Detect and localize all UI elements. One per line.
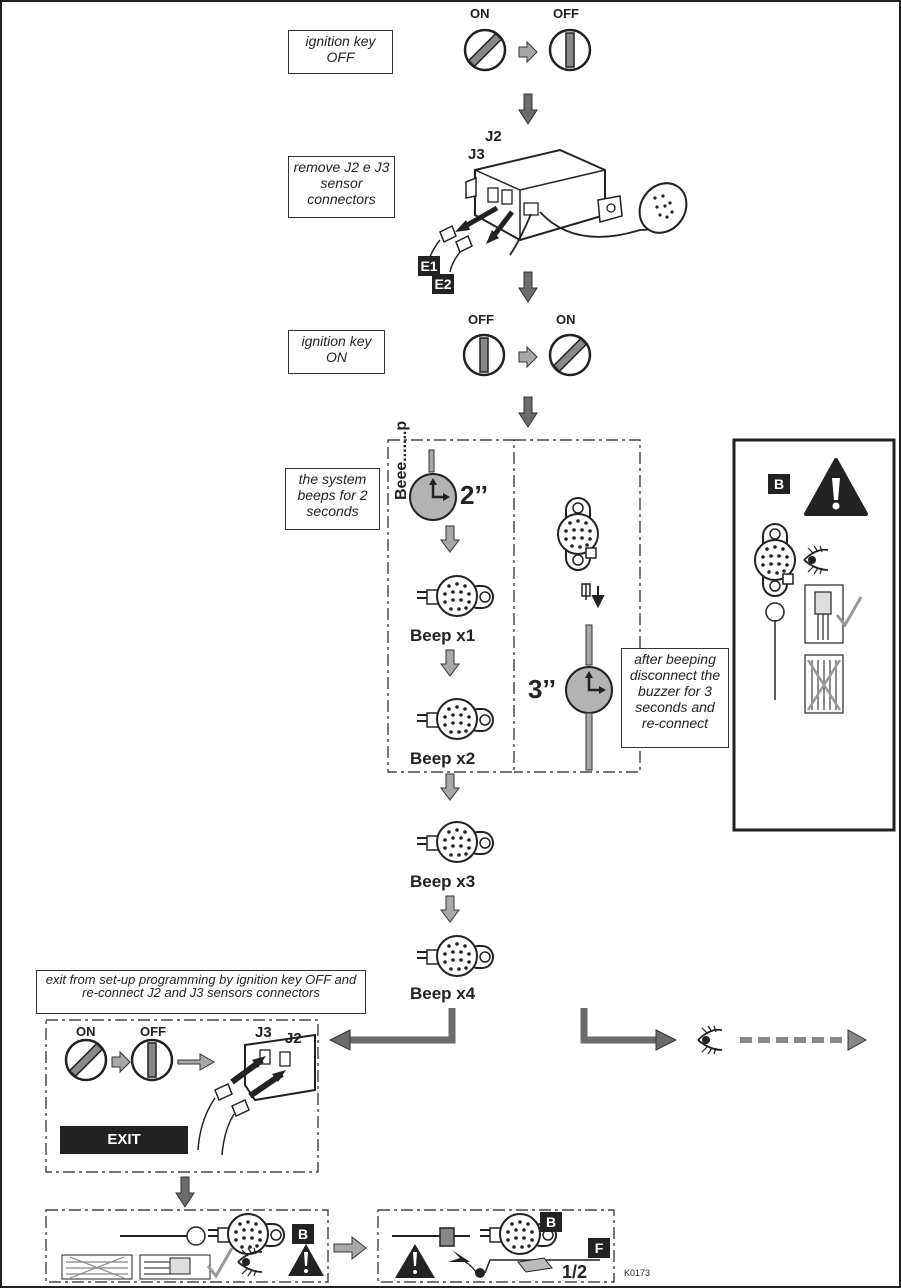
label-two-seconds: 2’’ bbox=[460, 480, 488, 510]
note-exit: exit from set-up programming by ignition… bbox=[36, 970, 366, 1014]
figure-code: K0173 bbox=[624, 1268, 651, 1278]
ignition-key-on-icon bbox=[64, 1038, 108, 1082]
e2-connector bbox=[455, 234, 473, 254]
arrow-right-icon bbox=[333, 1235, 367, 1261]
buzzer-icon bbox=[416, 575, 494, 617]
reconnect-sequence-box bbox=[514, 439, 641, 773]
buzzer-icon bbox=[416, 935, 494, 977]
arrow-down-icon bbox=[518, 271, 538, 303]
key-on-off-step bbox=[463, 28, 592, 72]
buzzer-icon bbox=[638, 182, 688, 234]
clock-icon bbox=[564, 665, 614, 715]
ignition-key-on-icon bbox=[463, 28, 507, 72]
buzzer-icon bbox=[416, 698, 494, 740]
j3-socket bbox=[487, 187, 499, 203]
label-beep-x2: Beep x2 bbox=[410, 749, 476, 768]
tag-e2: E2 bbox=[432, 274, 454, 294]
exit-box bbox=[45, 1019, 319, 1173]
note-after-beeping: after beeping disconnect the buzzer for … bbox=[621, 648, 729, 748]
label-beep-x1: Beep x1 bbox=[410, 626, 476, 645]
label-j2: J2 bbox=[285, 1030, 302, 1047]
clamp-box bbox=[377, 1209, 615, 1283]
eye-icon bbox=[803, 545, 829, 575]
eye-icon bbox=[697, 1025, 723, 1055]
tag-f: F bbox=[588, 1238, 610, 1258]
label-j3: J3 bbox=[255, 1024, 272, 1041]
ignition-key-off-icon bbox=[548, 28, 592, 72]
label-off: OFF bbox=[140, 1024, 166, 1039]
arrow-right-icon bbox=[518, 41, 538, 63]
tag-b: B bbox=[768, 474, 790, 494]
arrow-exit-line bbox=[345, 1008, 456, 1044]
label-on: ON bbox=[76, 1024, 96, 1039]
arrow-down-icon bbox=[518, 93, 538, 125]
buzzer-icon bbox=[416, 821, 494, 863]
arrow-down-icon bbox=[440, 895, 460, 923]
buzzer-icon bbox=[754, 523, 796, 597]
label-on: ON bbox=[556, 312, 576, 327]
arrow-right-icon bbox=[847, 1029, 868, 1051]
arrow-down-icon bbox=[518, 396, 538, 428]
control-unit-illustration bbox=[427, 148, 688, 273]
arrow-eye-line bbox=[580, 1008, 660, 1044]
label-on: ON bbox=[470, 6, 490, 21]
note-key-off: ignition key OFF bbox=[288, 30, 393, 74]
label-beeep: Beee.......p bbox=[393, 420, 410, 500]
control-unit-small bbox=[197, 1033, 316, 1156]
arrow-down-icon bbox=[440, 773, 460, 801]
label-beep-x4: Beep x4 bbox=[410, 984, 476, 1003]
warning-icon bbox=[804, 458, 868, 516]
label-j3: J3 bbox=[468, 146, 485, 163]
buzzer-icon bbox=[207, 1213, 285, 1255]
label-half: 1/2 bbox=[562, 1262, 588, 1282]
clamp-icon bbox=[439, 1227, 455, 1247]
label-three-seconds: 3’’ bbox=[528, 674, 556, 704]
label-j2: J2 bbox=[485, 128, 502, 145]
note-remove-connectors: remove J2 e J3 sensor connectors bbox=[288, 156, 395, 218]
key-off-on-step bbox=[462, 333, 592, 377]
warning-panel bbox=[732, 438, 896, 832]
arrow-right-icon bbox=[111, 1051, 131, 1073]
ignition-key-off-icon bbox=[130, 1038, 174, 1082]
label-off: OFF bbox=[468, 312, 494, 327]
label-beep-x3: Beep x3 bbox=[410, 872, 476, 891]
ignition-key-off-icon bbox=[462, 333, 506, 377]
e1-connector bbox=[439, 224, 457, 244]
tick-icon bbox=[206, 1246, 234, 1278]
exit-badge: EXIT bbox=[60, 1126, 188, 1154]
label-off: OFF bbox=[553, 6, 579, 21]
arrow-down-icon bbox=[440, 649, 460, 677]
note-beeps: the system beeps for 2 seconds bbox=[285, 468, 380, 530]
tag-b: B bbox=[292, 1224, 314, 1244]
check-connector-box bbox=[45, 1209, 329, 1283]
arrow-right-icon bbox=[518, 346, 538, 368]
arrow-down-icon bbox=[175, 1176, 195, 1208]
ignition-key-on-icon bbox=[548, 333, 592, 377]
buzzer-icon bbox=[557, 497, 599, 571]
j2-socket bbox=[501, 189, 513, 205]
clock-icon bbox=[408, 472, 458, 522]
note-key-on: ignition key ON bbox=[288, 330, 385, 374]
tag-e1: E1 bbox=[418, 256, 440, 276]
arrow-down-icon bbox=[440, 525, 460, 553]
beep-sequence-box bbox=[387, 439, 515, 773]
tag-b: B bbox=[540, 1212, 562, 1232]
